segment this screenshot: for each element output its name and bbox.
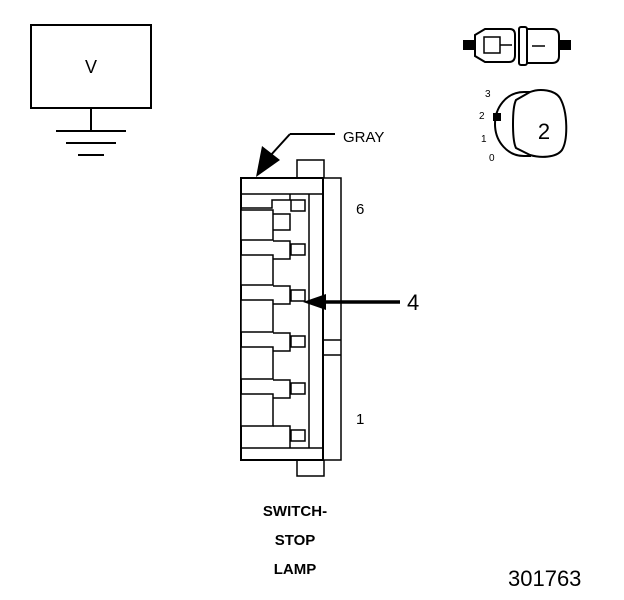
position-3-label: 3 — [485, 89, 491, 100]
pin-4-label: 4 — [407, 290, 419, 315]
terminal-cavity — [240, 332, 306, 380]
position-2-label: 2 — [479, 111, 485, 122]
voltmeter-label: V — [85, 57, 97, 77]
figure-number: 301763 — [508, 566, 581, 591]
terminal-cavity — [240, 379, 306, 427]
pin-6-label: 6 — [356, 201, 364, 218]
caption-line-2: STOP — [275, 532, 316, 549]
terminal-cavity — [240, 194, 306, 241]
terminal-cavity — [240, 285, 306, 333]
terminal-cavity — [273, 425, 306, 448]
wire-color-callout: GRAY — [256, 129, 384, 177]
arrow-head-icon — [303, 294, 326, 310]
pin-1-label: 1 — [356, 411, 364, 428]
caption-line-1: SWITCH- — [263, 503, 327, 520]
position-1-label: 1 — [481, 134, 487, 145]
voltmeter: V — [30, 24, 152, 156]
ground-symbol-icon — [56, 130, 126, 156]
arrow-head-icon — [256, 146, 280, 177]
connector-mating-icon — [463, 26, 571, 66]
switch-connector: 6 1 — [240, 159, 364, 477]
terminal-cavity — [240, 240, 306, 286]
wire-color-label: GRAY — [343, 129, 384, 146]
connector-caption: SWITCH- STOP LAMP — [263, 503, 327, 578]
position-0-label: 0 — [489, 153, 495, 164]
pin-4-callout: 4 — [303, 290, 419, 315]
caption-line-3: LAMP — [274, 561, 317, 578]
selected-position-label: 2 — [538, 119, 550, 144]
voltmeter-box — [30, 24, 152, 109]
switch-position-icon: 3 2 1 0 2 — [479, 89, 568, 164]
